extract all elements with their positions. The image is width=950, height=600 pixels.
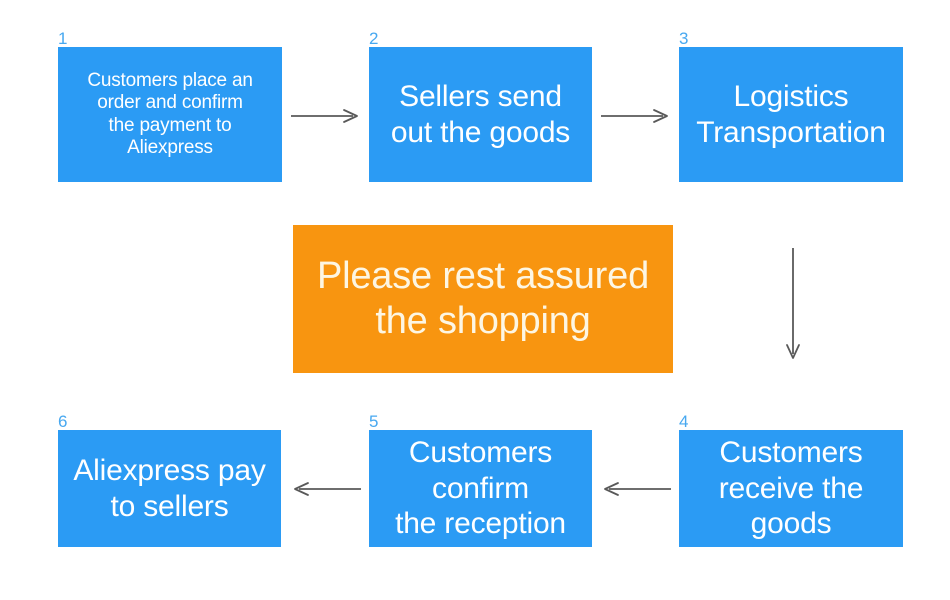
process-node-4[interactable]: Customers receive the goods [679, 430, 903, 547]
process-node-3-label: Logistics Transportation [696, 80, 886, 149]
callout-banner: Please rest assured the shopping [293, 225, 673, 373]
step-number-6: 6 [58, 412, 68, 431]
process-node-1-label: Customers place an order and confirm the… [87, 69, 253, 158]
process-node-3[interactable]: Logistics Transportation [679, 47, 903, 182]
process-node-1[interactable]: Customers place an order and confirm the… [58, 47, 282, 182]
arrow-right-icon-1-to-2 [291, 106, 361, 126]
process-node-6-label: Aliexpress pay to sellers [73, 454, 266, 523]
process-node-5[interactable]: Customers confirm the reception [369, 430, 592, 547]
callout-banner-label: Please rest assured the shopping [316, 255, 650, 342]
step-number-4: 4 [679, 412, 689, 431]
process-node-4-label: Customers receive the goods [718, 436, 864, 541]
arrow-down-icon-3-to-4 [783, 248, 803, 362]
arrow-right-icon-2-to-3 [601, 106, 671, 126]
step-number-1: 1 [58, 29, 68, 48]
process-node-5-label: Customers confirm the reception [395, 436, 566, 541]
step-number-2: 2 [369, 29, 379, 48]
arrow-left-icon-5-to-6 [291, 479, 361, 499]
process-node-6[interactable]: Aliexpress pay to sellers [58, 430, 281, 547]
arrow-left-icon-4-to-5 [601, 479, 671, 499]
step-number-3: 3 [679, 29, 689, 48]
step-number-5: 5 [369, 412, 379, 431]
process-node-2[interactable]: Sellers send out the goods [369, 47, 592, 182]
process-node-2-label: Sellers send out the goods [390, 80, 571, 149]
